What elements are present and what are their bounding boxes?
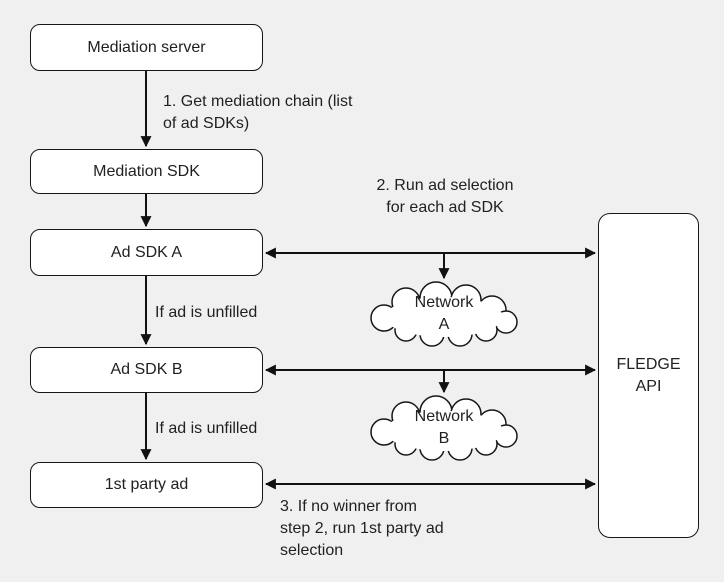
node-mediation-sdk: Mediation SDK xyxy=(30,149,263,194)
node-first-party-ad: 1st party ad xyxy=(30,462,263,508)
annotation-step3-first-party-selection: 3. If no winner from step 2, run 1st par… xyxy=(280,498,444,559)
node-fledge-api: FLEDGE API xyxy=(598,213,699,538)
annotation-if-ad-unfilled-a: If ad is unfilled xyxy=(155,304,258,321)
node-mediation-server: Mediation server xyxy=(30,24,263,71)
annotation-if-ad-unfilled-b: If ad is unfilled xyxy=(155,420,258,437)
node-ad-sdk-b: Ad SDK B xyxy=(30,347,263,393)
node-ad-sdk-a: Ad SDK A xyxy=(30,229,263,276)
annotation-step1-get-mediation-chain: 1. Get mediation chain (list of ad SDKs) xyxy=(163,93,353,132)
network-a-label: Network A xyxy=(414,294,474,333)
annotation-step2-run-ad-selection: 2. Run ad selection for each ad SDK xyxy=(376,177,514,216)
network-b-label: Network B xyxy=(414,408,474,447)
